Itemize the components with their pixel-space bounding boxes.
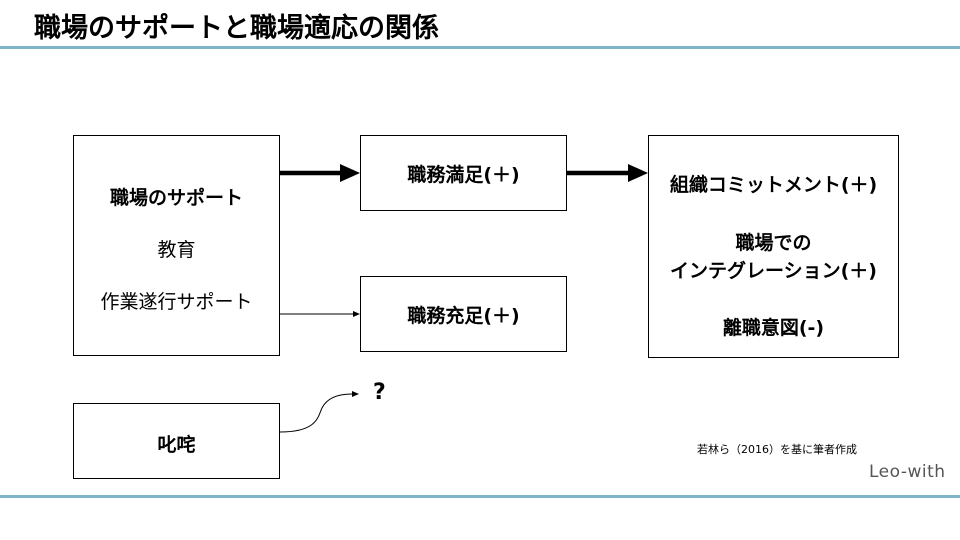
job-satisfaction-label: 職務満足(＋) [407, 164, 520, 186]
outcomes-box [648, 135, 899, 358]
turnover-intention-label: 離職意図(-) [722, 317, 825, 339]
support-box [73, 135, 280, 356]
integration-label-line2: インテグレーション(＋) [670, 260, 877, 282]
arrowhead-support-to-satisfaction [340, 164, 360, 182]
integration-label-line1: 職場での [735, 232, 812, 254]
job-fulfillment-label: 職務充足(＋) [407, 305, 520, 327]
brand-logo: Leo-with [869, 462, 946, 482]
arrow-scolding-to-unknown [279, 393, 353, 433]
unknown-marker: ? [373, 380, 386, 405]
support-item-education: 教育 [157, 239, 196, 261]
support-heading: 職場のサポート [109, 187, 243, 209]
scolding-label: 叱咤 [157, 434, 196, 456]
job-satisfaction-box [360, 135, 567, 211]
arrowhead-satisfaction-to-outcomes [628, 164, 648, 182]
footer-rule [0, 495, 960, 498]
scolding-box [73, 403, 280, 479]
support-item-task-support: 作業遂行サポート [100, 291, 253, 313]
header-rule [0, 46, 960, 49]
arrowhead-scolding-to-unknown [352, 391, 359, 397]
commitment-label: 組織コミットメント(＋) [669, 174, 878, 196]
page-title: 職場のサポートと職場適応の関係 [34, 13, 439, 44]
source-note: 若林ら（2016）を基に筆者作成 [697, 443, 857, 456]
arrowhead-support-to-fulfillment [353, 311, 360, 317]
job-fulfillment-box [360, 276, 567, 352]
